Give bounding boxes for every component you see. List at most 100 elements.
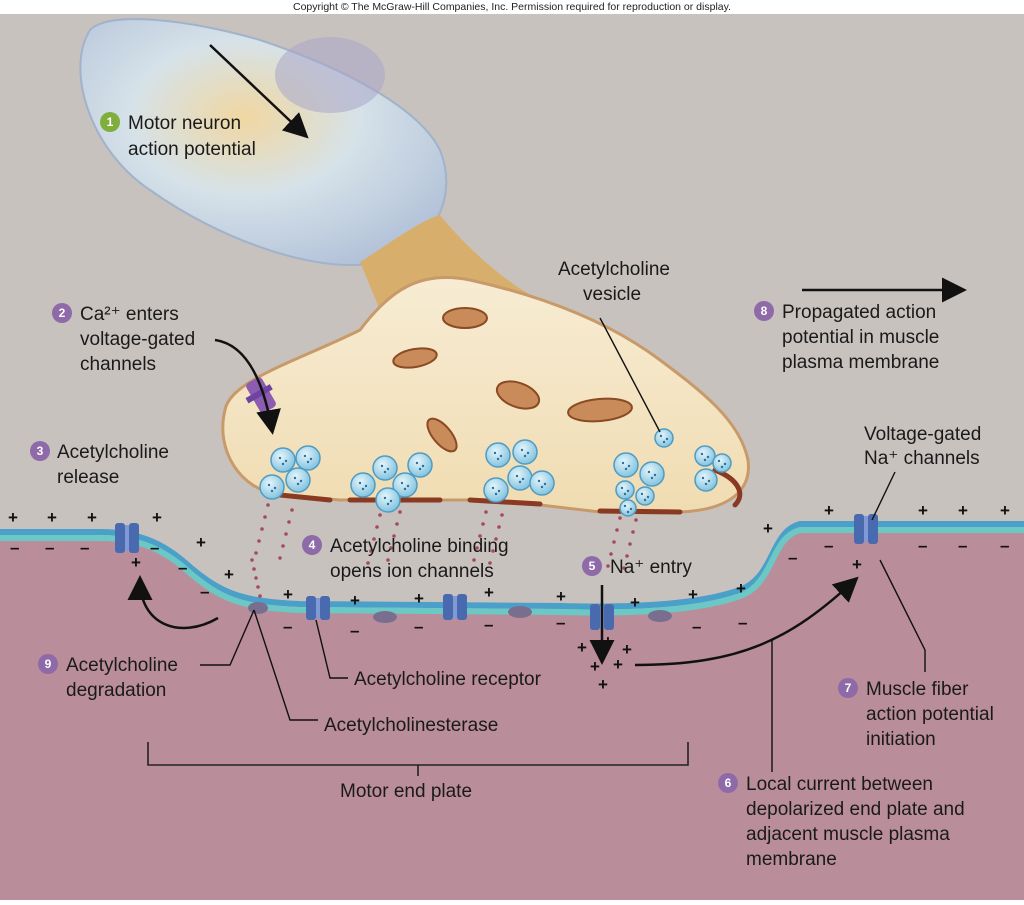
step-number: 8 <box>761 304 768 318</box>
step-badge <box>838 678 858 698</box>
ach-vesicle <box>483 477 509 503</box>
negative-charge: – <box>556 613 565 632</box>
ach-vesicle <box>407 452 433 478</box>
step-number: 1 <box>107 115 114 129</box>
step-4: 4 Acetylcholine binding opens ion channels <box>302 535 509 582</box>
positive-charge: + <box>87 508 97 527</box>
positive-charge: + <box>556 587 566 606</box>
positive-charge: + <box>688 585 698 604</box>
ach-vesicle <box>270 447 296 473</box>
step-label-line: Acetylcholine <box>57 442 169 463</box>
positive-charge: + <box>414 589 424 608</box>
voltage-gated-na-channel-left <box>115 523 139 553</box>
motor-end-plate-bracket <box>147 742 689 776</box>
positive-charge: + <box>622 640 632 659</box>
ach-vesicle <box>512 439 538 465</box>
step-3: 3 Acetylcholine release <box>30 441 169 488</box>
negative-charge: – <box>150 538 159 557</box>
step-badge <box>52 303 72 323</box>
step-number: 3 <box>37 444 44 458</box>
step-label-line: Motor neuron <box>128 113 241 134</box>
step-number: 9 <box>45 657 52 671</box>
ach-vesicle <box>295 445 321 471</box>
ach-vesicle <box>654 428 674 448</box>
charge-signs: +++++++++++++++++++++––––––––––––––––––+… <box>8 501 1010 694</box>
positive-charge: + <box>484 583 494 602</box>
step-label-line: opens ion channels <box>330 561 494 582</box>
ach-receptor-label: Acetylcholine receptor <box>354 669 542 690</box>
negative-charge: – <box>1000 536 1009 555</box>
step-number: 4 <box>309 538 316 552</box>
positive-charge: + <box>1000 501 1010 520</box>
negative-charge: – <box>788 548 797 567</box>
static-labels: Acetylcholine vesicle Voltage-gated Na⁺ … <box>324 259 981 802</box>
ach-vesicle <box>615 480 635 500</box>
step-label-line: initiation <box>866 729 936 750</box>
muscle-membrane-outer <box>0 521 1024 610</box>
step-label-line: action potential <box>866 704 994 725</box>
step-label-line: adjacent muscle plasma <box>746 824 950 845</box>
ach-vesicle <box>694 445 716 467</box>
ach-receptor <box>306 596 330 620</box>
voltage-gated-na-label-line1: Voltage-gated <box>864 424 981 445</box>
ach-vesicle <box>259 474 285 500</box>
step-8: 8 Propagated action potential in muscle pla… <box>754 301 939 373</box>
positive-charge: + <box>824 501 834 520</box>
ach-vesicle-label-line1: Acetylcholine <box>558 259 670 280</box>
step-number: 7 <box>845 681 852 695</box>
positive-charge: + <box>918 501 928 520</box>
ach-vesicle <box>529 470 555 496</box>
positive-charge: + <box>350 591 360 610</box>
step-label-line: Ca²⁺ enters <box>80 304 179 325</box>
muscle-membrane <box>0 527 1024 616</box>
step-label-line: plasma membrane <box>782 352 939 373</box>
negative-charge: – <box>484 615 493 634</box>
step-label-line: potential in muscle <box>782 327 939 348</box>
positive-charge: + <box>283 585 293 604</box>
negative-charge: – <box>350 621 359 640</box>
step-label-line: Acetylcholine <box>66 655 178 676</box>
step-badge <box>38 654 58 674</box>
calcium-channel <box>245 377 276 413</box>
negative-charge: – <box>45 538 54 557</box>
step-number: 5 <box>589 559 596 573</box>
step-1: 1 Motor neuron action potential <box>100 112 256 160</box>
step-badge <box>718 773 738 793</box>
step-label-line: Propagated action <box>782 302 936 323</box>
ach-vesicle <box>635 486 655 506</box>
ach-vesicle <box>694 468 718 492</box>
negative-charge: – <box>414 617 423 636</box>
positive-charge: + <box>630 593 640 612</box>
positive-charge: + <box>8 508 18 527</box>
step-label-line: release <box>57 467 119 488</box>
voltage-gated-na-label-line2: Na⁺ channels <box>864 448 980 469</box>
step-number: 6 <box>725 776 732 790</box>
positive-charge: + <box>763 519 773 538</box>
positive-charge: + <box>577 638 587 657</box>
copyright-strip <box>0 0 1024 14</box>
step-label-line: Acetylcholine binding <box>330 536 509 557</box>
positive-charge: + <box>196 533 206 552</box>
ache-label: Acetylcholinesterase <box>324 715 498 736</box>
positive-charge: + <box>852 555 862 574</box>
step-badge <box>302 535 322 555</box>
ach-vesicle <box>619 499 637 517</box>
negative-charge: – <box>918 536 927 555</box>
muscle-fiber <box>0 532 1024 900</box>
positive-charge: + <box>613 655 623 674</box>
negative-charge: – <box>200 582 209 601</box>
voltage-gated-na-channel-right <box>854 514 878 544</box>
ach-vesicle <box>613 452 639 478</box>
ach-vesicle <box>712 453 732 473</box>
step-label-line: channels <box>80 354 156 375</box>
ach-vesicle <box>639 461 665 487</box>
local-current-arrow <box>634 576 859 667</box>
negative-charge: – <box>958 536 967 555</box>
positive-charge: + <box>590 657 600 676</box>
positive-charge: + <box>131 553 141 572</box>
step-label-line: action potential <box>128 139 256 160</box>
